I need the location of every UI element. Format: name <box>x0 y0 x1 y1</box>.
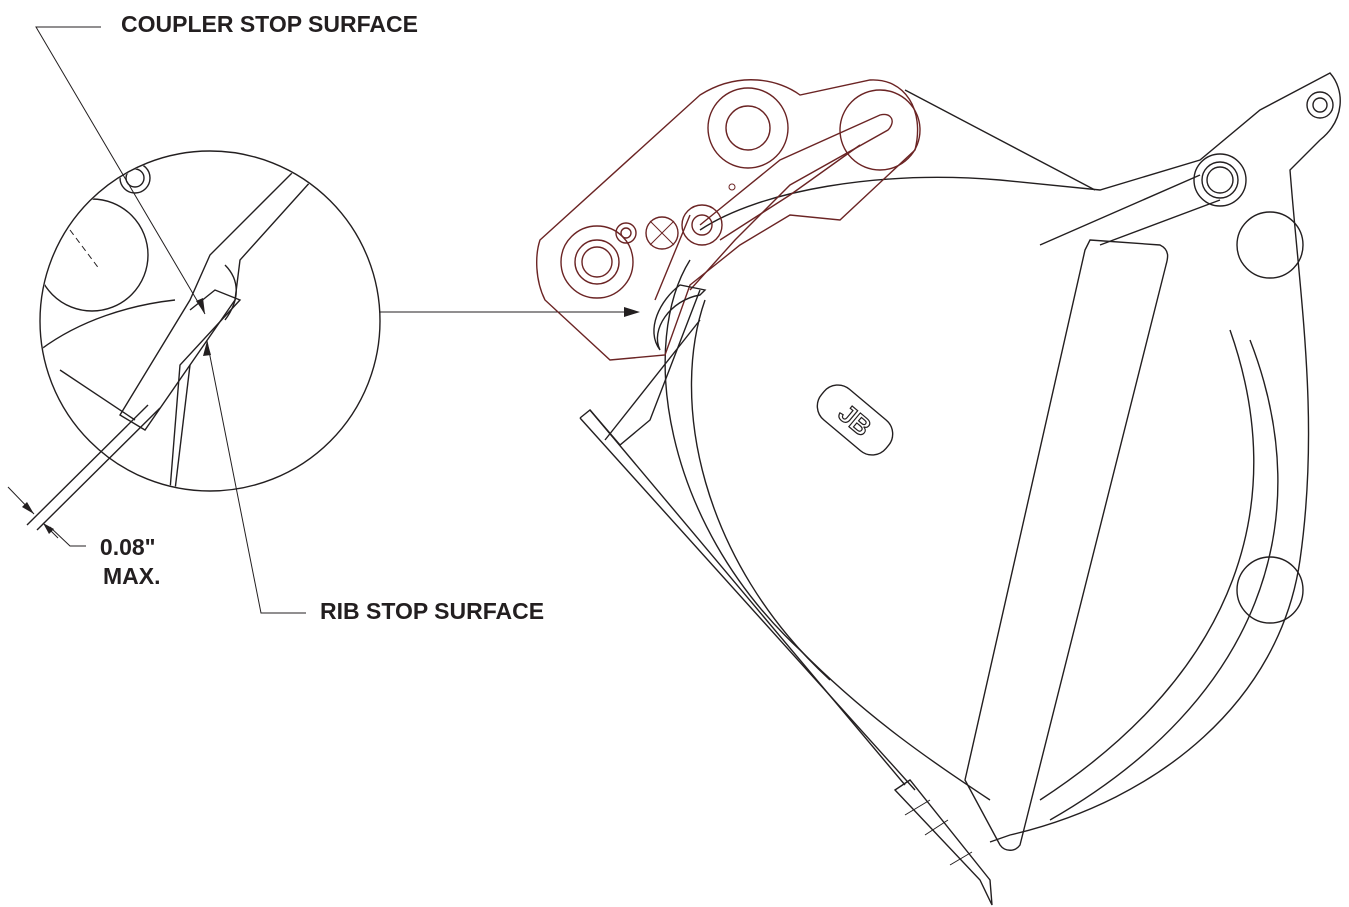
coupler-stop-surface-label: COUPLER STOP SURFACE <box>121 11 418 37</box>
gap-dimension <box>7 404 161 539</box>
detail-arc-edge <box>41 299 176 351</box>
grapple-pivot-bushing <box>1193 153 1247 207</box>
jb-logo-text: JB <box>833 398 878 442</box>
detail-coupler-plate <box>119 154 332 431</box>
bucket-side-panel <box>964 239 1169 851</box>
coupler-upper-pin-boss <box>707 87 789 169</box>
gap-dimension-label: 0.08" MAX. <box>95 533 161 591</box>
grapple-arm-sweep <box>1049 339 1279 821</box>
bucket-floor-edge <box>579 417 916 791</box>
grapple-top-hole <box>1306 91 1334 119</box>
bucket-shell-front <box>664 259 991 801</box>
coupler-rear-pin-boss <box>839 89 921 171</box>
grapple-lightening-hole-upper <box>1236 211 1304 279</box>
coupler-lock-pin-left <box>645 216 679 250</box>
gap-dimension-qualifier: MAX. <box>103 563 161 589</box>
rib-stop-leader <box>206 340 306 614</box>
gap-extension-line-b <box>36 407 161 531</box>
coupler-small-pin <box>615 222 637 244</box>
coupler-lock-pin-right <box>681 204 723 246</box>
leader-lines <box>35 26 640 614</box>
detail-view <box>39 150 381 492</box>
grapple-lightening-hole-lower <box>1236 556 1304 624</box>
coupler-hook <box>653 284 707 351</box>
gap-dimension-value: 0.08" <box>99 534 156 560</box>
coupler-lock-slot-arm <box>689 113 893 291</box>
quick-coupler <box>536 79 921 361</box>
jb-logo: JB <box>816 384 894 456</box>
bucket-cutting-tip <box>893 779 993 906</box>
gap-dimension-leader <box>49 526 86 547</box>
bucket-outer-profile <box>699 72 1341 843</box>
coupler-stop-leader <box>35 26 206 315</box>
gap-extension-line-a <box>26 404 149 526</box>
rib-stop-surface-label: RIB STOP SURFACE <box>320 598 545 624</box>
coupler-lower-pin-boss <box>560 225 634 299</box>
detail-rib <box>169 289 242 490</box>
coupler-stop-arrowhead <box>196 298 205 314</box>
bucket-main-view: JB <box>579 72 1341 906</box>
detail-connector-arrowhead <box>624 307 640 317</box>
rib-stop-arrowhead <box>203 341 211 356</box>
detail-circle <box>39 150 381 492</box>
